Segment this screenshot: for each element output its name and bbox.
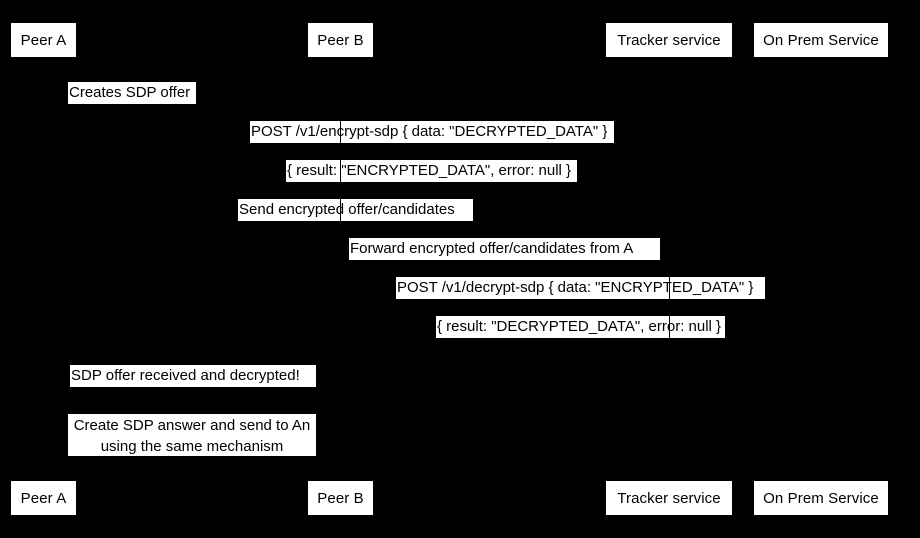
- message-creates-sdp-offer-label: Creates SDP offer: [69, 84, 191, 101]
- message-create-sdp-answer-line-2: using the same mechanism: [100, 438, 284, 455]
- participant-header-peer-a[interactable]: Peer A: [10, 22, 77, 58]
- participant-header-tracker-service[interactable]: Tracker service: [605, 22, 733, 58]
- message-post-decrypt-sdp[interactable]: POST /v1/decrypt-sdp { data: "ENCRYPTED_…: [396, 277, 765, 299]
- participant-footer-on-prem-service-label: On Prem Service: [763, 489, 879, 507]
- message-decrypt-sdp-result[interactable]: { result: "DECRYPTED_DATA", error: null …: [436, 316, 725, 338]
- lifeline-on-prem: [821, 58, 822, 480]
- message-encrypt-sdp-result-label: { result: "ENCRYPTED_DATA", error: null …: [287, 162, 572, 179]
- participant-header-on-prem-service-label: On Prem Service: [763, 31, 879, 49]
- message-decrypt-sdp-result-label: { result: "DECRYPTED_DATA", error: null …: [437, 318, 722, 335]
- message-encrypt-sdp-result[interactable]: { result: "ENCRYPTED_DATA", error: null …: [286, 160, 577, 182]
- lifeline-peer-a: [43, 58, 44, 480]
- message-post-decrypt-sdp-label: POST /v1/decrypt-sdp { data: "ENCRYPTED_…: [397, 279, 754, 296]
- message-post-encrypt-sdp-label: POST /v1/encrypt-sdp { data: "DECRYPTED_…: [251, 123, 608, 140]
- participant-footer-on-prem-service[interactable]: On Prem Service: [753, 480, 889, 516]
- arrow-send-encrypted-offer: [43, 221, 669, 222]
- arrow-decrypt-sdp-result: [340, 338, 821, 339]
- message-send-encrypted-offer[interactable]: Send encrypted offer/candidates: [238, 199, 473, 221]
- participant-header-peer-b-label: Peer B: [317, 31, 364, 49]
- participant-header-tracker-service-label: Tracker service: [617, 31, 721, 49]
- participant-footer-peer-b-label: Peer B: [317, 489, 364, 507]
- arrow-post-encrypt-sdp: [43, 143, 821, 144]
- message-post-encrypt-sdp[interactable]: POST /v1/encrypt-sdp { data: "DECRYPTED_…: [250, 121, 614, 143]
- message-send-encrypted-offer-label: Send encrypted offer/candidates: [239, 201, 455, 218]
- message-forward-encrypted-offer[interactable]: Forward encrypted offer/candidates from …: [349, 238, 660, 260]
- message-create-sdp-answer[interactable]: Create SDP answer and send to An using t…: [68, 414, 316, 456]
- lifeline-peer-b: [340, 58, 341, 480]
- arrow-encrypt-sdp-result: [43, 182, 821, 183]
- participant-footer-peer-b[interactable]: Peer B: [307, 480, 374, 516]
- arrow-post-decrypt-sdp: [340, 299, 821, 300]
- participant-footer-peer-a-label: Peer A: [20, 489, 67, 507]
- message-creates-sdp-offer[interactable]: Creates SDP offer: [68, 82, 196, 104]
- participant-header-on-prem-service[interactable]: On Prem Service: [753, 22, 889, 58]
- participant-header-peer-b[interactable]: Peer B: [307, 22, 374, 58]
- lifeline-tracker: [669, 58, 670, 480]
- message-sdp-offer-received[interactable]: SDP offer received and decrypted!: [70, 365, 316, 387]
- participant-footer-tracker-service[interactable]: Tracker service: [605, 480, 733, 516]
- arrow-forward-encrypted-offer: [340, 260, 669, 261]
- message-create-sdp-answer-line-1: Create SDP answer and send to An: [73, 417, 311, 434]
- message-forward-encrypted-offer-label: Forward encrypted offer/candidates from …: [350, 240, 634, 257]
- participant-header-peer-a-label: Peer A: [20, 31, 67, 49]
- participant-footer-tracker-service-label: Tracker service: [617, 489, 721, 507]
- message-sdp-offer-received-label: SDP offer received and decrypted!: [71, 367, 300, 384]
- participant-footer-peer-a[interactable]: Peer A: [10, 480, 77, 516]
